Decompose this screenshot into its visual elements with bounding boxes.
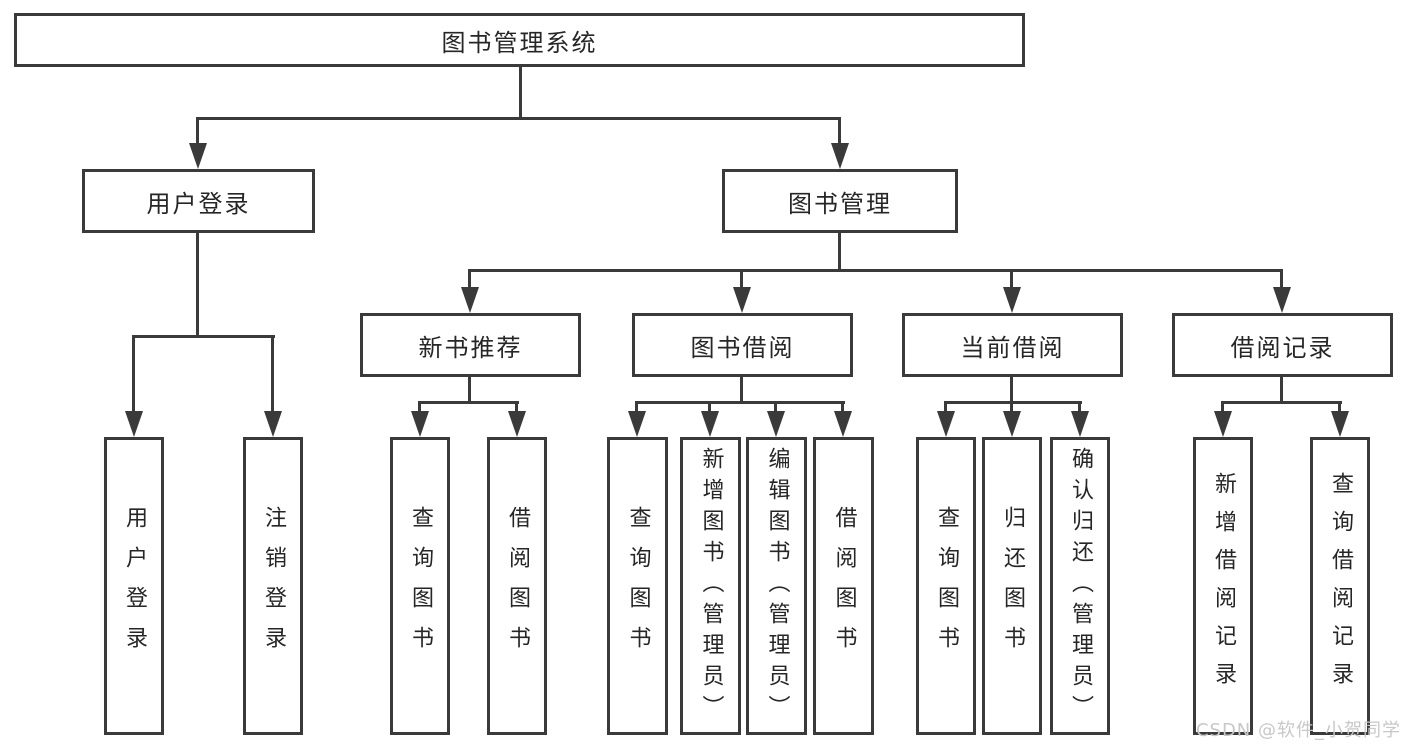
node-user-login: 用户登录 bbox=[82, 169, 315, 233]
arrow-down-icon bbox=[937, 411, 955, 437]
connector-line bbox=[519, 66, 522, 119]
connector-line bbox=[469, 269, 1283, 272]
leaf-current-query-books-label: 查询图书 bbox=[934, 506, 959, 666]
leaf-borrow-query-books: 查询图书 bbox=[607, 437, 668, 735]
leaf-newbook-query-books: 查询图书 bbox=[390, 437, 450, 735]
connector-line bbox=[1010, 401, 1013, 415]
node-borrow-records: 借阅记录 bbox=[1172, 313, 1393, 377]
leaf-borrow-add-books-admin: 新增图书（管理员） bbox=[680, 437, 741, 735]
connector-line bbox=[740, 376, 743, 404]
csdn-watermark: CSDN @软件_小贺同学 bbox=[1195, 720, 1401, 741]
leaf-current-query-books: 查询图书 bbox=[916, 437, 976, 735]
connector-line bbox=[841, 401, 844, 415]
leaf-current-confirm-return-admin: 确认归还（管理员） bbox=[1050, 437, 1110, 735]
arrow-down-icon bbox=[189, 143, 207, 169]
connector-line bbox=[468, 376, 471, 404]
connector-line bbox=[1010, 376, 1013, 404]
arrow-down-icon bbox=[831, 143, 849, 169]
connector-line bbox=[1221, 401, 1224, 415]
leaf-newbook-borrow-books: 借阅图书 bbox=[487, 437, 547, 735]
connector-line bbox=[196, 117, 199, 147]
arrow-down-icon bbox=[733, 287, 751, 313]
connector-line bbox=[1280, 269, 1283, 289]
node-current-borrow: 当前借阅 bbox=[902, 313, 1123, 377]
arrow-down-icon bbox=[767, 411, 785, 437]
connector-line bbox=[636, 401, 845, 404]
node-book-borrow: 图书借阅 bbox=[632, 313, 853, 377]
connector-line bbox=[1078, 401, 1081, 415]
node-borrow-records-label: 借阅记录 bbox=[1230, 333, 1335, 362]
connector-line bbox=[1338, 401, 1341, 415]
arrow-down-icon bbox=[1331, 411, 1349, 437]
leaf-logout-label: 注销登录 bbox=[261, 506, 286, 666]
leaf-borrow-borrow-books: 借阅图书 bbox=[813, 437, 874, 735]
arrow-down-icon bbox=[411, 411, 429, 437]
arrow-down-icon bbox=[701, 411, 719, 437]
connector-line bbox=[774, 401, 777, 415]
node-new-book-recommend: 新书推荐 bbox=[360, 313, 581, 377]
connector-line bbox=[1010, 269, 1013, 289]
leaf-borrow-edit-books-admin-label: 编辑图书（管理员） bbox=[764, 446, 790, 726]
leaf-current-return-books-label: 归还图书 bbox=[1000, 506, 1025, 666]
connector-line bbox=[197, 117, 841, 120]
connector-line bbox=[708, 401, 711, 415]
arrow-down-icon bbox=[628, 411, 646, 437]
leaf-borrow-query-books-label: 查询图书 bbox=[625, 506, 651, 666]
connector-line bbox=[944, 401, 947, 415]
leaf-records-add-record: 新增借阅记录 bbox=[1193, 437, 1253, 735]
connector-line bbox=[132, 335, 135, 415]
node-user-login-label: 用户登录 bbox=[146, 189, 251, 218]
arrow-down-icon bbox=[1003, 411, 1021, 437]
leaf-logout: 注销登录 bbox=[243, 437, 303, 735]
arrow-down-icon bbox=[461, 287, 479, 313]
leaf-user-login: 用户登录 bbox=[104, 437, 164, 735]
connector-line bbox=[468, 269, 471, 289]
connector-line bbox=[838, 117, 841, 147]
leaf-newbook-query-books-label: 查询图书 bbox=[408, 506, 433, 666]
leaf-borrow-edit-books-admin: 编辑图书（管理员） bbox=[746, 437, 807, 735]
leaf-current-return-books: 归还图书 bbox=[982, 437, 1042, 735]
connector-line bbox=[635, 401, 638, 415]
node-root-label: 图书管理系统 bbox=[441, 28, 598, 57]
node-book-management: 图书管理 bbox=[722, 169, 958, 233]
node-current-borrow-label: 当前借阅 bbox=[960, 333, 1065, 362]
connector-line bbox=[419, 401, 519, 404]
leaf-records-add-record-label: 新增借阅记录 bbox=[1211, 472, 1236, 700]
arrow-down-icon bbox=[1273, 287, 1291, 313]
connector-line bbox=[133, 335, 275, 338]
arrow-down-icon bbox=[1214, 411, 1232, 437]
connector-line bbox=[740, 269, 743, 289]
arrow-down-icon bbox=[834, 411, 852, 437]
leaf-current-confirm-return-admin-label: 确认归还（管理员） bbox=[1068, 446, 1093, 726]
arrow-down-icon bbox=[1071, 411, 1089, 437]
connector-line bbox=[1280, 376, 1283, 404]
connector-line bbox=[196, 232, 199, 337]
leaf-user-login-label: 用户登录 bbox=[122, 506, 147, 666]
leaf-records-query-record: 查询借阅记录 bbox=[1310, 437, 1370, 735]
connector-line bbox=[271, 335, 274, 415]
node-book-management-label: 图书管理 bbox=[788, 189, 892, 218]
arrow-down-icon bbox=[508, 411, 526, 437]
arrow-down-icon bbox=[264, 411, 282, 437]
leaf-borrow-add-books-admin-label: 新增图书（管理员） bbox=[698, 446, 724, 726]
connector-line bbox=[945, 401, 1082, 404]
arrow-down-icon bbox=[1003, 287, 1021, 313]
leaf-borrow-borrow-books-label: 借阅图书 bbox=[831, 506, 857, 666]
leaf-newbook-borrow-books-label: 借阅图书 bbox=[505, 506, 530, 666]
connector-line bbox=[418, 401, 421, 415]
node-book-borrow-label: 图书借阅 bbox=[690, 333, 795, 362]
connector-line bbox=[838, 232, 841, 271]
node-root: 图书管理系统 bbox=[14, 13, 1025, 67]
leaf-records-query-record-label: 查询借阅记录 bbox=[1328, 472, 1353, 700]
arrow-down-icon bbox=[125, 411, 143, 437]
node-new-book-recommend-label: 新书推荐 bbox=[418, 333, 523, 362]
connector-line bbox=[515, 401, 518, 415]
connector-line bbox=[1222, 401, 1342, 404]
